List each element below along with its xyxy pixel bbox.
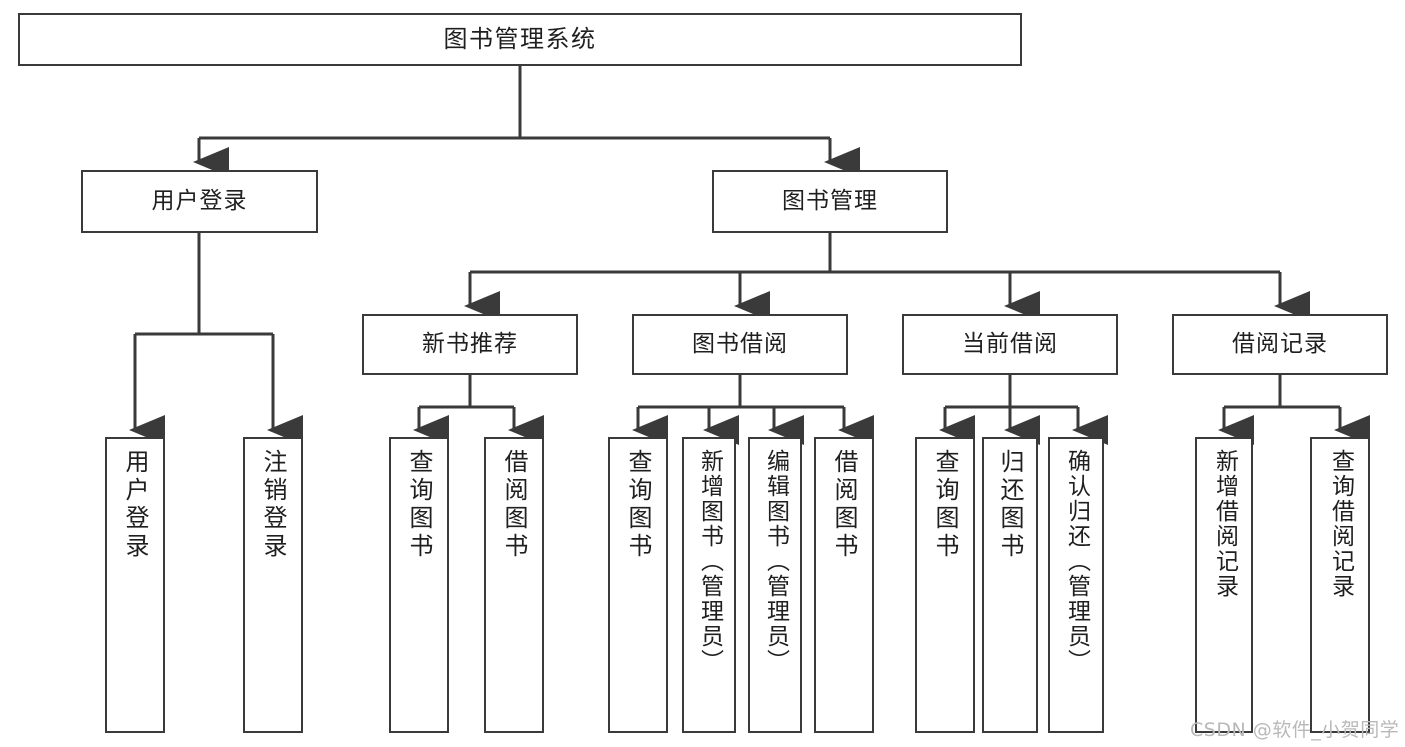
node-label: 图书管理 <box>782 187 878 214</box>
node-label: 新增借阅记录 <box>1211 449 1238 599</box>
leaf-book-borrow-edit-book-admin[interactable]: 编辑图书（管理员） <box>748 437 802 733</box>
leaf-user-login-logout[interactable]: 注销登录 <box>243 437 303 733</box>
node-label: 归还图书 <box>996 449 1024 561</box>
node-label: 借阅记录 <box>1232 330 1328 357</box>
node-label: 查询借阅记录 <box>1327 449 1354 599</box>
leaf-current-borrow-query-book[interactable]: 查询图书 <box>915 437 975 733</box>
node-label: 借阅图书 <box>830 449 858 561</box>
node-label: 查询图书 <box>405 449 433 561</box>
leaf-user-login-login[interactable]: 用户登录 <box>105 437 165 733</box>
node-user-login[interactable]: 用户登录 <box>81 170 318 233</box>
leaf-book-borrow-add-book-admin[interactable]: 新增图书（管理员） <box>682 437 736 733</box>
leaf-book-borrow-query-book[interactable]: 查询图书 <box>608 437 668 733</box>
node-borrowing-records[interactable]: 借阅记录 <box>1172 314 1388 375</box>
node-book-management[interactable]: 图书管理 <box>712 170 948 233</box>
node-label: 确认归还（管理员） <box>1063 449 1090 674</box>
node-label: 新增图书（管理员） <box>696 449 723 674</box>
leaf-record-add-borrow-record[interactable]: 新增借阅记录 <box>1195 437 1253 733</box>
node-label: 新书推荐 <box>422 330 518 357</box>
leaf-book-borrow-borrow-book[interactable]: 借阅图书 <box>814 437 874 733</box>
node-label: 查询图书 <box>624 449 652 561</box>
node-label: 当前借阅 <box>962 330 1058 357</box>
leaf-current-borrow-confirm-return-admin[interactable]: 确认归还（管理员） <box>1048 437 1104 733</box>
node-label: 图书管理系统 <box>443 25 597 54</box>
node-book-borrowing[interactable]: 图书借阅 <box>632 314 848 375</box>
node-label: 用户登录 <box>151 187 248 214</box>
leaf-record-query-borrow-record[interactable]: 查询借阅记录 <box>1310 437 1370 733</box>
node-label: 编辑图书（管理员） <box>762 449 789 674</box>
leaf-current-borrow-return-book[interactable]: 归还图书 <box>982 437 1038 733</box>
node-label: 注销登录 <box>259 449 287 561</box>
node-root-book-management-system[interactable]: 图书管理系统 <box>18 13 1022 66</box>
leaf-new-book-borrow-book[interactable]: 借阅图书 <box>484 437 544 733</box>
node-label: 用户登录 <box>121 449 149 561</box>
node-label: 图书借阅 <box>692 330 788 357</box>
node-new-book-recommendation[interactable]: 新书推荐 <box>362 314 578 375</box>
csdn-watermark: CSDN @软件_小贺同学 <box>1190 719 1400 741</box>
node-current-borrowing[interactable]: 当前借阅 <box>902 314 1118 375</box>
node-label: 查询图书 <box>931 449 959 561</box>
leaf-new-book-query-book[interactable]: 查询图书 <box>389 437 449 733</box>
node-label: 借阅图书 <box>500 449 528 561</box>
